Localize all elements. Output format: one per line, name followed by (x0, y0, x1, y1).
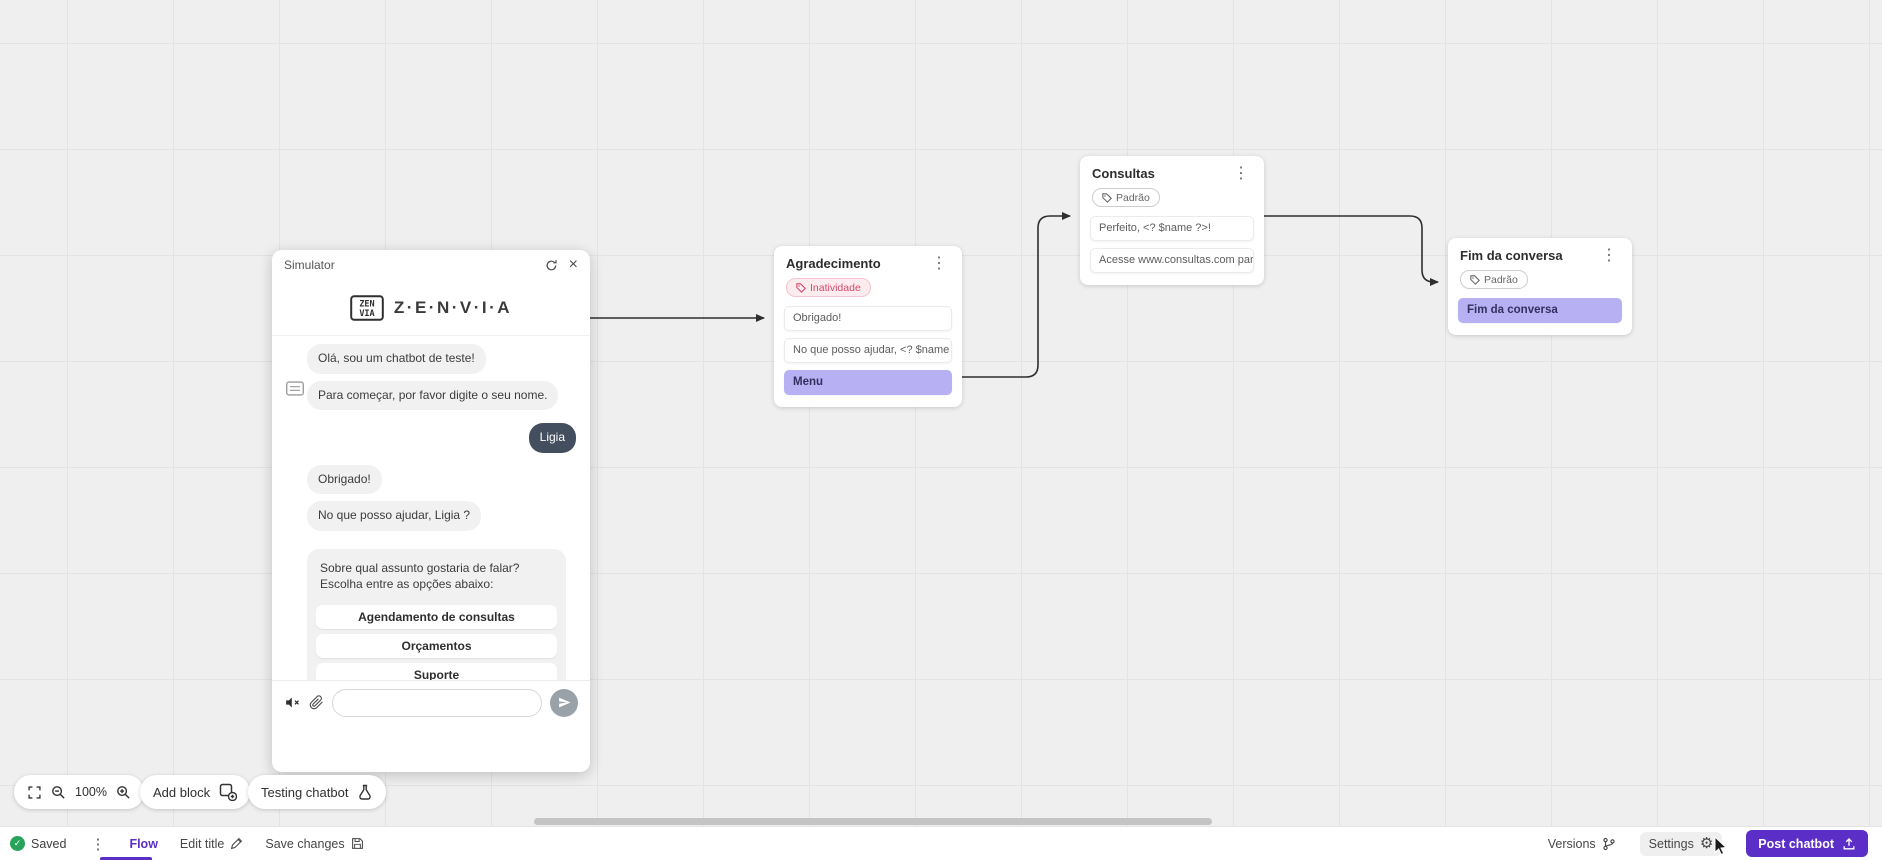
branch-icon (1603, 837, 1615, 850)
badge-label: Padrão (1116, 191, 1150, 204)
svg-text:ZEN: ZEN (359, 299, 374, 309)
edit-title-button[interactable]: Edit title (180, 837, 243, 851)
quick-reply-suporte[interactable]: Suporte (316, 663, 557, 680)
simulator-panel: Simulator × ZEN VIA Z·E·N·V·I·A Olá, sou (272, 250, 590, 772)
saved-status: ✓ Saved (10, 836, 66, 851)
bot-message-group: Olá, sou um chatbot de teste! Para começ… (286, 344, 576, 411)
zoom-toolbar: 100% (14, 775, 144, 809)
save-changes-button[interactable]: Save changes (265, 837, 363, 851)
node-menu-row[interactable]: Menu (784, 370, 952, 395)
status-bar: ✓ Saved ⋮ Flow Edit title Save changes V… (0, 826, 1882, 860)
publish-icon (1843, 837, 1855, 849)
versions-button[interactable]: Versions (1548, 837, 1616, 851)
versions-label: Versions (1547, 836, 1596, 851)
post-chatbot-label: Post chatbot (1758, 836, 1834, 851)
zoom-out-icon[interactable] (51, 785, 66, 800)
kebab-menu-icon[interactable]: ⋮ (1601, 246, 1617, 264)
node-message-row[interactable]: Obrigado! (784, 306, 952, 331)
badge-label: Padrão (1484, 273, 1518, 286)
simulator-header: Simulator × (272, 250, 590, 280)
gear-icon: ⚙ (1699, 834, 1714, 852)
flask-icon (359, 784, 372, 800)
testing-chatbot-label: Testing chatbot (261, 784, 349, 800)
node-header: Consultas ⋮ (1090, 164, 1254, 182)
node-consultas[interactable]: Consultas ⋮ Padrão Perfeito, <? $name ?>… (1080, 156, 1264, 285)
bot-message: Obrigado! (307, 464, 382, 495)
simulator-title: Simulator (284, 258, 335, 272)
node-fim-da-conversa[interactable]: Fim da conversa ⋮ Padrão Fim da conversa (1448, 238, 1632, 335)
menu-prompt: Sobre qual assunto gostaria de falar? Es… (320, 560, 520, 592)
close-icon[interactable]: × (568, 256, 578, 273)
node-header: Agradecimento ⋮ (784, 254, 952, 272)
wire-agradecimento-to-consultas (952, 212, 1071, 378)
kebab-menu-icon[interactable]: ⋮ (931, 254, 947, 272)
node-header: Fim da conversa ⋮ (1458, 246, 1622, 264)
edit-title-label: Edit title (179, 836, 225, 851)
node-message-row[interactable]: No que posso ajudar, <? $name ... (784, 338, 952, 363)
tag-icon (1470, 274, 1480, 285)
add-block-button[interactable]: Add block (140, 775, 251, 809)
user-message: Ligia (528, 423, 576, 453)
bot-message: No que posso ajudar, Ligia ? (307, 501, 482, 531)
mute-icon[interactable] (284, 694, 301, 711)
trigger-badge-padrao: Padrão (1092, 188, 1160, 207)
post-chatbot-button[interactable]: Post chatbot (1746, 830, 1868, 857)
simulator-footer (272, 724, 590, 772)
trigger-badge-inatividade: Inatividade (786, 278, 871, 297)
settings-label: Settings (1648, 836, 1694, 851)
bot-message: Olá, sou um chatbot de teste! (307, 344, 486, 374)
zenvia-wordmark: Z·E·N·V·I·A (393, 297, 513, 317)
settings-button[interactable]: Settings ⚙ (1639, 831, 1723, 856)
node-title: Fim da conversa (1460, 248, 1563, 263)
send-button[interactable] (550, 688, 578, 717)
check-icon: ✓ (10, 836, 25, 851)
tab-flow[interactable]: Flow (129, 836, 158, 851)
add-block-label: Add block (153, 784, 211, 800)
pencil-icon (231, 837, 243, 850)
send-icon (558, 697, 570, 708)
horizontal-scrollbar[interactable] (534, 818, 1212, 825)
chat-area: Olá, sou um chatbot de teste! Para começ… (272, 336, 590, 680)
quick-reply-orcamentos[interactable]: Orçamentos (316, 634, 557, 659)
kebab-menu-icon[interactable]: ⋮ (1233, 164, 1249, 182)
tag-icon (1102, 192, 1112, 203)
quick-reply-agendamento[interactable]: Agendamento de consultas (316, 605, 557, 630)
svg-text:VIA: VIA (359, 309, 374, 319)
node-message-row[interactable]: Acesse www.consultas.com par... (1090, 248, 1254, 273)
save-icon (351, 838, 363, 849)
node-agradecimento[interactable]: Agradecimento ⋮ Inatividade Obrigado! No… (774, 246, 962, 407)
simulator-message-input[interactable] (332, 688, 542, 717)
bot-message: Para começar, por favor digite o seu nom… (307, 380, 559, 411)
brand-header: ZEN VIA Z·E·N·V·I·A (272, 280, 590, 336)
fullscreen-icon[interactable] (27, 785, 42, 800)
node-title: Consultas (1092, 166, 1155, 181)
badge-label: Inatividade (810, 281, 861, 294)
node-title: Agradecimento (786, 256, 881, 271)
zenvia-logo-icon: ZEN VIA (350, 294, 384, 321)
zoom-in-icon[interactable] (116, 785, 131, 800)
testing-chatbot-button[interactable]: Testing chatbot (248, 775, 387, 809)
tag-icon (796, 282, 806, 293)
restart-simulator-icon[interactable] (545, 259, 558, 272)
active-tab-indicator (100, 856, 152, 860)
node-menu-row[interactable]: Fim da conversa (1458, 298, 1622, 323)
wire-consultas-to-fim (1256, 215, 1439, 286)
attachment-icon[interactable] (309, 695, 324, 710)
menu-message-card: Sobre qual assunto gostaria de falar? Es… (307, 548, 566, 680)
bot-avatar-icon (286, 381, 304, 401)
zoom-level: 100% (75, 785, 107, 799)
more-options-icon[interactable]: ⋮ (90, 835, 106, 853)
node-message-row[interactable]: Perfeito, <? $name ?>! (1090, 216, 1254, 241)
save-changes-label: Save changes (265, 836, 345, 851)
add-block-icon (219, 783, 238, 801)
chat-input-bar (272, 680, 590, 724)
trigger-badge-padrao: Padrão (1460, 270, 1528, 289)
saved-label: Saved (31, 836, 67, 851)
